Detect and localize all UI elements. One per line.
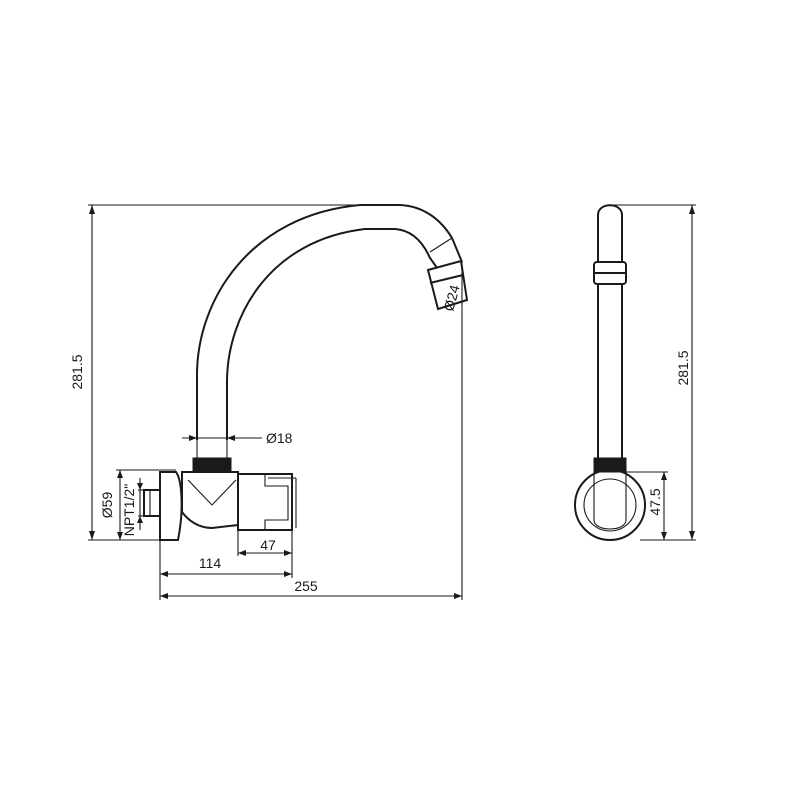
dim-flange-arrow-bottom (117, 532, 123, 540)
body-length-label: 47 (260, 537, 276, 553)
inlet-nipple (143, 489, 161, 517)
valve-cone (187, 479, 237, 506)
reach-label: 255 (294, 578, 318, 594)
spout-edge-line (429, 237, 453, 253)
dim-pipe-arrow-right (227, 435, 235, 441)
dim-offset-arrow-left (160, 571, 168, 577)
dim-thread-arrow-bottom (137, 516, 143, 523)
wall-flange (159, 471, 183, 541)
dim-pipe-arrow-left (189, 435, 197, 441)
dim-flange-arrow-top (117, 470, 123, 478)
dim-reach-arrow-right (454, 593, 462, 599)
front-view: 281.5 Ø59 NPT1/2" Ø18 Ø24 47 1 (69, 204, 469, 600)
dim-side-arrow-bottom (689, 531, 695, 540)
dim-offset-arrow-right (284, 571, 292, 577)
side-view: 281.5 47.5 (574, 204, 696, 541)
aerator-band (429, 274, 464, 284)
side-tube (597, 204, 623, 458)
side-body (593, 472, 627, 530)
flange-height-label: 47.5 (647, 488, 663, 515)
pipe-diameter-label: Ø18 (266, 430, 293, 446)
dim-flange-h-arrow-bottom (661, 532, 667, 540)
dim-side-arrow-top (689, 205, 695, 214)
spout-diameter-label: Ø24 (440, 283, 462, 313)
aerator (426, 259, 469, 311)
dim-reach-arrow-left (160, 593, 168, 599)
height-label-left: 281.5 (69, 354, 85, 389)
dim-flange-h-arrow-top (661, 472, 667, 480)
cartridge-inner (264, 474, 289, 530)
dim-height-arrow-top (89, 205, 95, 214)
valve-body (181, 471, 239, 530)
spout-outer-edge (196, 204, 463, 440)
side-pipe-ring (593, 457, 627, 473)
height-label-right: 281.5 (675, 350, 691, 385)
dim-body-arrow-right (284, 550, 292, 556)
offset-label: 114 (199, 555, 222, 571)
pipe-ring (192, 457, 232, 473)
side-flange-inner (583, 478, 637, 532)
dim-thread-arrow-top (137, 483, 143, 490)
dim-height-arrow-bottom (89, 531, 95, 540)
spout-inner-edge (226, 228, 441, 440)
flange-diameter-label: Ø59 (99, 492, 115, 519)
thread-label: NPT1/2" (121, 484, 137, 536)
dim-body-arrow-left (238, 550, 246, 556)
side-flange-outer (574, 469, 646, 541)
